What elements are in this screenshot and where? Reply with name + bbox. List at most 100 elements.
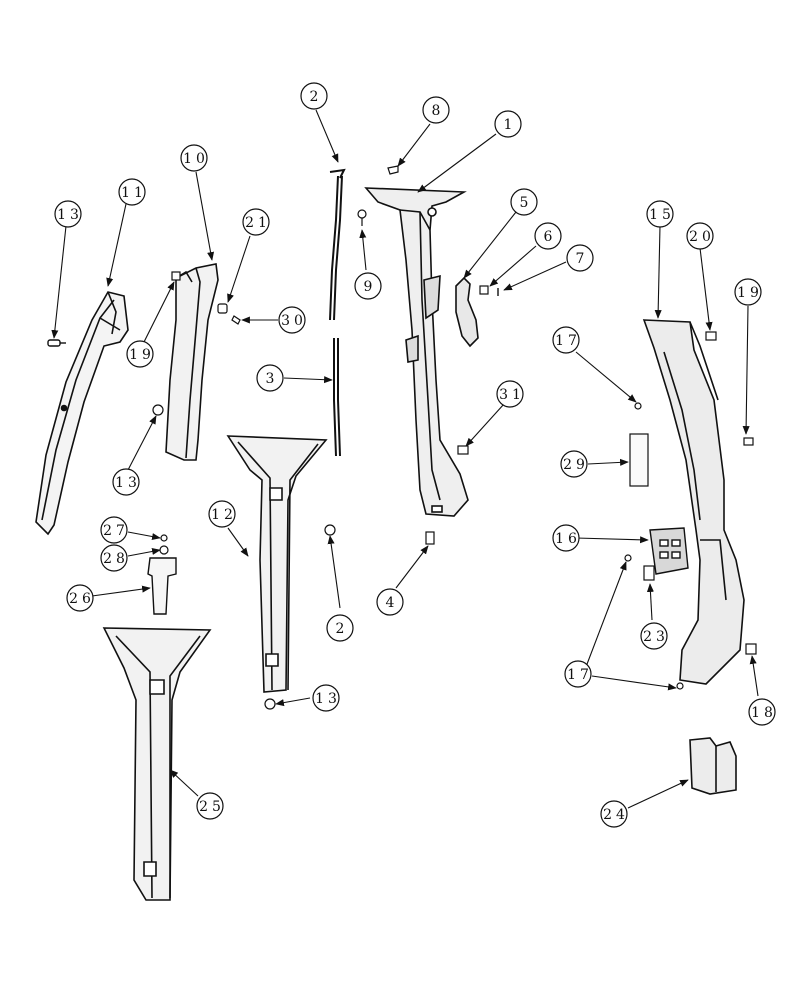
callout-c27: 27: [100, 516, 128, 544]
callout-c3: 3: [256, 364, 284, 392]
callout-circle: [100, 544, 128, 572]
callout-c25: 25: [196, 792, 225, 820]
callout-circle: [312, 684, 340, 712]
callout-label: 25: [199, 799, 225, 815]
leader-3: [283, 376, 333, 384]
clip-19-a: [171, 271, 181, 281]
leader-2a: [315, 109, 339, 163]
callout-c20: 20: [686, 222, 715, 250]
callout-c4: 4: [376, 588, 404, 616]
clip-19-b: [743, 437, 754, 446]
seal-strip-3: [333, 338, 341, 457]
leader-5: [463, 211, 517, 279]
callout-c2a: 2: [300, 82, 328, 110]
part-1-pillar-trim: [364, 187, 469, 517]
leader-13c: [275, 697, 311, 707]
callout-circle: [534, 222, 562, 250]
callout-c6: 6: [534, 222, 562, 250]
callout-c11: 11: [118, 178, 146, 206]
callout-c7: 7: [566, 244, 594, 272]
leader-26: [91, 585, 151, 597]
callout-circle: [256, 364, 284, 392]
part-6-bolt: [479, 285, 489, 295]
callout-label: 23: [643, 629, 669, 645]
leader-17c: [591, 675, 677, 691]
clip-31: [457, 445, 469, 455]
leader-8: [397, 123, 431, 167]
leader-19b: [143, 281, 175, 343]
leader-27: [127, 531, 161, 541]
callout-c17a: 17: [552, 326, 580, 354]
callout-label: 13: [315, 691, 341, 707]
clip-20: [705, 331, 717, 341]
callout-label: 28: [103, 551, 129, 567]
leader-23: [646, 583, 654, 621]
callout-c18: 18: [748, 698, 776, 726]
callout-circle: [422, 96, 450, 124]
callout-label: 17: [567, 667, 593, 683]
callout-label: 13: [115, 475, 141, 491]
leader-15: [654, 225, 662, 319]
callout-c1: 1: [494, 110, 522, 138]
callout-circle: [54, 200, 82, 228]
callout-circle: [566, 244, 594, 272]
callout-circle: [300, 82, 328, 110]
screw-17-a: [634, 402, 642, 410]
callout-label: 2: [336, 621, 349, 637]
callout-circle: [510, 188, 538, 216]
callout-c17b: 17: [564, 660, 593, 688]
callout-label: 30: [281, 313, 307, 329]
clip-8: [387, 165, 399, 175]
callout-circle: [100, 516, 128, 544]
callout-circle: [552, 326, 580, 354]
leader-19a: [742, 305, 750, 435]
callout-label: 12: [211, 507, 237, 523]
callout-label: 20: [689, 229, 715, 245]
part-11-pillar-trim: [35, 291, 129, 536]
callout-c26: 26: [66, 584, 94, 612]
screw-13-b: [152, 404, 164, 416]
leader-31: [465, 403, 505, 447]
callout-label: 29: [563, 457, 589, 473]
callout-circle: [560, 450, 588, 478]
callout-label: 8: [432, 103, 445, 119]
callout-label: 13: [57, 207, 83, 223]
leader-6: [489, 245, 537, 287]
callout-circle: [118, 178, 146, 206]
part-27-nut: [160, 534, 168, 542]
part-12-lower-trim: [226, 435, 328, 693]
leader-13b: [127, 415, 157, 471]
callout-circle: [494, 110, 522, 138]
part-23-clip: [643, 565, 655, 581]
callout-circle: [112, 468, 140, 496]
leader-9: [359, 229, 367, 271]
callout-label: 2: [310, 89, 323, 105]
callout-label: 1: [504, 117, 517, 133]
leader-17a: [575, 351, 637, 403]
leader-lines: [51, 109, 759, 809]
screw-13-c: [264, 698, 276, 710]
callout-c28: 28: [100, 544, 129, 572]
leader-11: [106, 203, 127, 287]
callout-circle: [552, 524, 580, 552]
part-26-bracket: [147, 557, 177, 615]
callout-circle: [66, 584, 94, 612]
callout-circle: [208, 500, 236, 528]
callout-c19a: 19: [734, 278, 762, 306]
callout-circle: [196, 792, 224, 820]
part-28-washer: [159, 545, 169, 555]
leader-2b: [327, 535, 341, 609]
callout-circle: [640, 622, 668, 650]
callout-label: 6: [544, 229, 557, 245]
leader-10: [195, 171, 215, 261]
callout-c21: 21: [242, 208, 270, 236]
callout-c16: 16: [552, 524, 580, 552]
part-15-rear-trim: [642, 319, 745, 685]
callout-circle: [242, 208, 270, 236]
leader-21: [227, 235, 251, 303]
callout-c30: 30: [278, 306, 307, 334]
callout-c9: 9: [354, 272, 382, 300]
callout-label: 4: [386, 595, 399, 611]
part-5-belt-guide: [455, 276, 479, 348]
